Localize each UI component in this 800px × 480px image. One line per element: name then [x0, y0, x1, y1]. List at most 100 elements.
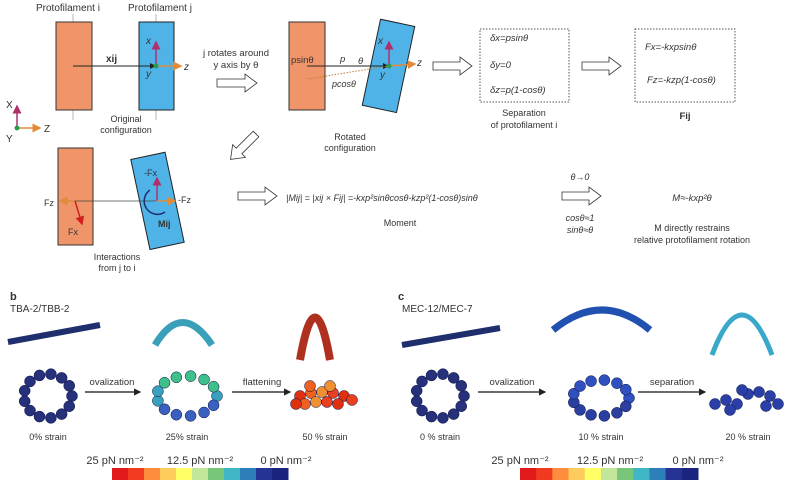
- bead: [158, 403, 171, 416]
- colorbar-segment: [248, 468, 257, 480]
- bead: [764, 390, 776, 402]
- force-z: Fz=-kzp(1-cosθ): [647, 75, 716, 86]
- colorbar-segment: [544, 468, 553, 480]
- rotate-caption: j rotates around: [202, 48, 269, 59]
- colorbar-segment: [264, 468, 273, 480]
- bead: [170, 408, 183, 421]
- colorbar-segment: [112, 468, 121, 480]
- bead: [611, 377, 623, 389]
- colorbar-segment: [136, 468, 145, 480]
- colorbar-segment: [576, 468, 586, 480]
- colorbar-segment: [657, 468, 667, 480]
- colorbar-segment: [641, 468, 650, 480]
- colorbar-segment: [120, 468, 129, 480]
- colorbar-segment: [208, 468, 217, 480]
- bead: [458, 390, 470, 402]
- colorbar-segment: [192, 468, 201, 480]
- bead: [63, 380, 76, 392]
- colorbar-segment: [200, 468, 209, 480]
- colorbar-segment: [617, 468, 626, 480]
- bead: [18, 384, 31, 397]
- bead: [18, 395, 31, 408]
- forces-box: Fx=-kxpsinθ Fz=-kzp(1-cosθ) Fij: [634, 28, 736, 122]
- arrow-icon: [432, 56, 473, 76]
- colorbar-label-high: 25 pN nm⁻²: [491, 455, 548, 467]
- colorbar-label-high: 25 pN nm⁻²: [86, 455, 143, 467]
- delta-y: δy=0: [490, 60, 512, 71]
- colorbar-segment: [552, 468, 561, 480]
- bead: [24, 404, 36, 417]
- bead: [620, 400, 632, 413]
- bead: [574, 380, 586, 392]
- delta-x: δx=psinθ: [490, 33, 529, 44]
- colorbar-label-low: 0 pN nm⁻²: [260, 455, 311, 467]
- axis-z: z: [183, 62, 189, 73]
- colorbar-segment: [536, 468, 545, 480]
- bead: [207, 380, 220, 393]
- panel-b-title: TBA-2/TBB-2: [10, 304, 70, 315]
- axis-x: x: [377, 36, 384, 47]
- colorbar-segment: [280, 468, 289, 480]
- colorbar-segment: [272, 468, 281, 480]
- colorbar-label-mid: 12.5 pN nm⁻²: [577, 455, 644, 467]
- colorbar-segment: [625, 468, 634, 480]
- axis-x: x: [145, 36, 152, 47]
- interactions-caption-2: from j to i: [98, 263, 135, 273]
- rotated-caption-2: configuration: [324, 143, 376, 153]
- colorbar-segment: [520, 468, 529, 480]
- bead: [416, 404, 428, 417]
- bead: [574, 404, 586, 416]
- bead: [416, 375, 428, 388]
- panel-c-title: MEC-12/MEC-7: [402, 304, 473, 315]
- bead: [585, 375, 597, 387]
- protofilament-i-label: Protofilament i: [36, 3, 100, 14]
- neg-fx-label: -Fx: [144, 168, 157, 178]
- bead: [753, 386, 765, 398]
- strain-2: 50 % strain: [302, 432, 347, 442]
- bead: [24, 375, 36, 388]
- colorbar-segment: [633, 468, 642, 480]
- bead: [425, 369, 438, 382]
- step-ovalization: ovalization: [490, 377, 535, 388]
- bead: [736, 384, 748, 396]
- colorbar-segment: [168, 468, 177, 480]
- colorbar-segment: [232, 468, 241, 480]
- rotate-caption-2: y axis by θ: [214, 60, 259, 71]
- bead: [207, 399, 220, 412]
- colorbar-segment: [568, 468, 578, 480]
- arrow-icon: [237, 186, 278, 206]
- colorbar-segment: [649, 468, 659, 480]
- colorbar-segment: [256, 468, 265, 480]
- bead: [346, 394, 358, 406]
- moment-caption: Moment: [384, 218, 417, 228]
- global-z: Z: [44, 124, 50, 135]
- panel-c: c MEC-12/MEC-7 ovalization separation 0 …: [398, 291, 784, 442]
- original-caption: Original: [110, 114, 141, 124]
- global-y: Y: [6, 134, 13, 145]
- bead: [598, 374, 611, 386]
- colorbar-segment: [176, 468, 185, 480]
- bead: [170, 371, 183, 384]
- forces-caption: Fij: [679, 111, 690, 122]
- axis-y: y: [145, 69, 152, 80]
- step-flattening: flattening: [243, 377, 282, 388]
- colorbar-segment: [600, 468, 610, 480]
- bead: [33, 410, 46, 423]
- mij-label: Mij: [158, 219, 171, 229]
- bead: [290, 398, 302, 410]
- colorbar-segment: [240, 468, 249, 480]
- arrow-icon: [230, 130, 260, 160]
- arrow-icon: [581, 56, 622, 76]
- interactions-caption: Interactions: [94, 252, 141, 262]
- colorbar-segment: [216, 468, 225, 480]
- rotated-caption: Rotated: [334, 132, 366, 142]
- bead: [724, 404, 736, 416]
- strain-1: 25% strain: [166, 432, 209, 442]
- strain-1: 10 % strain: [578, 432, 623, 442]
- protofilament-j-label: Protofilament j: [128, 3, 192, 14]
- bead: [720, 394, 732, 406]
- force-x: Fx=-kxpsinθ: [645, 42, 697, 53]
- colorbar-c: 25 pN nm⁻² 12.5 pN nm⁻² 0 pN nm⁻²: [491, 455, 724, 480]
- interactions: Fz Fx -Fx -Fz Mij Interactions from j to…: [44, 147, 191, 273]
